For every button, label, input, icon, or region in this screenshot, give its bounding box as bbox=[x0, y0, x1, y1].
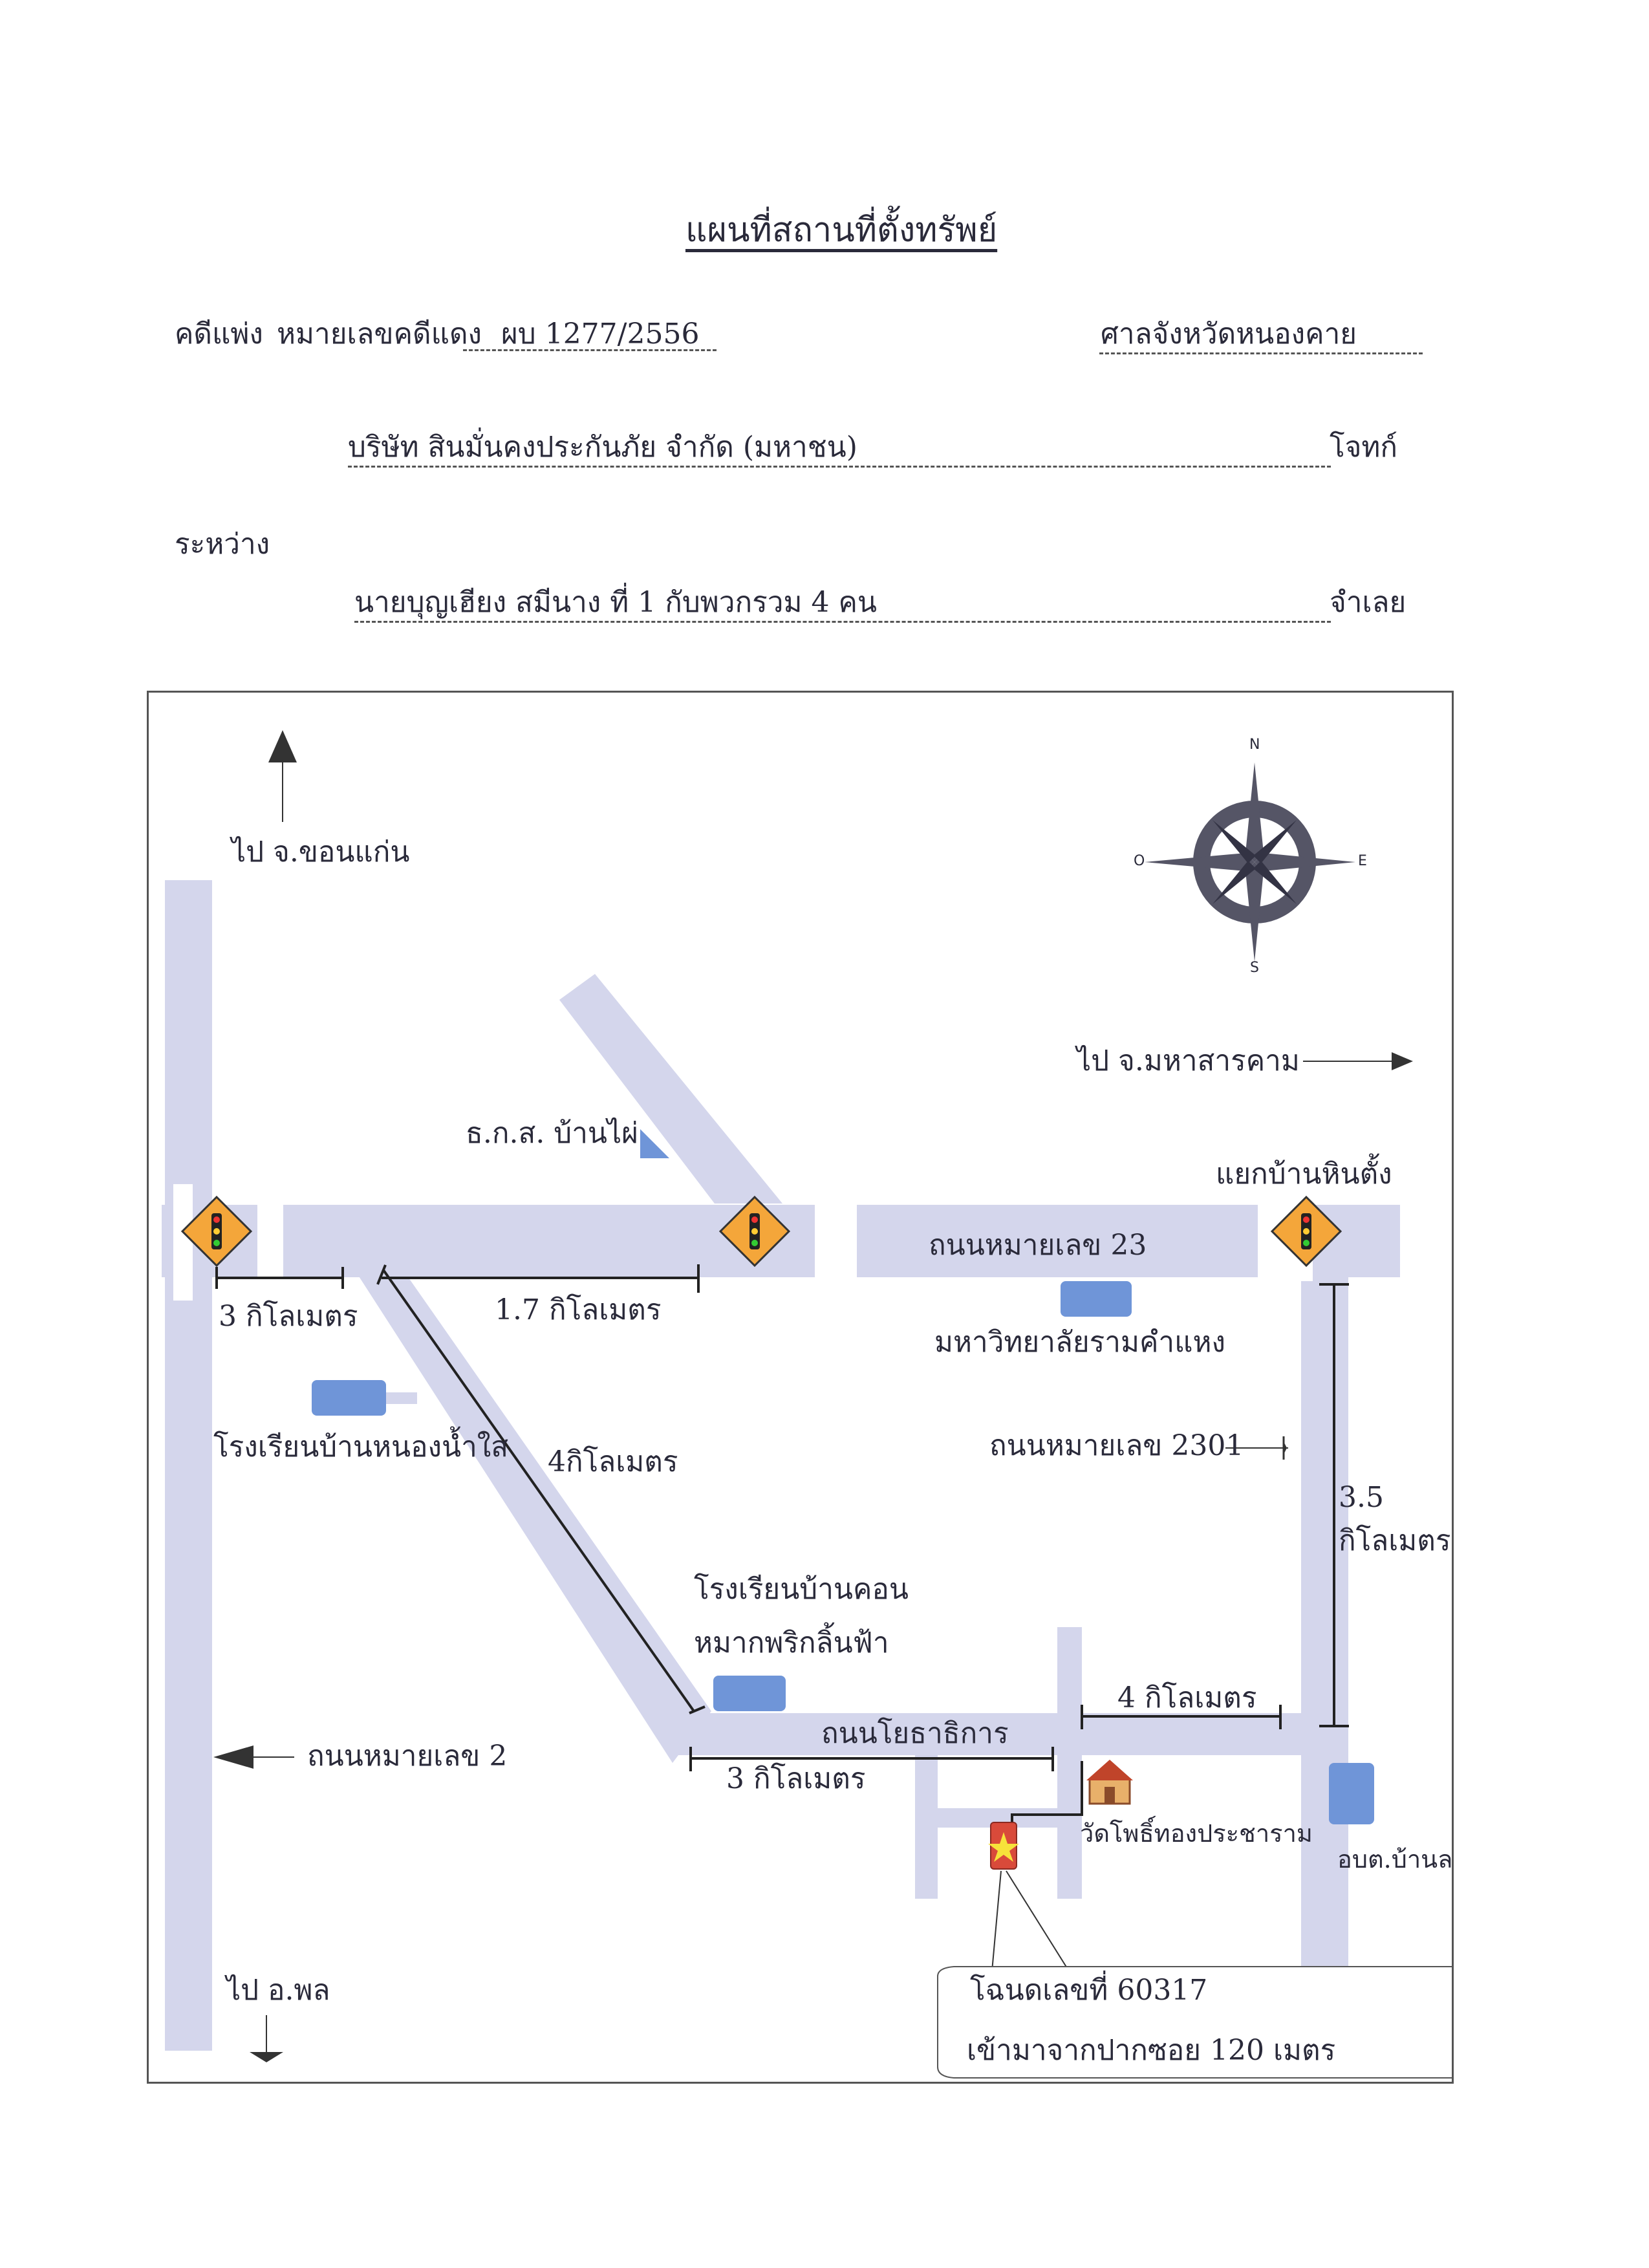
label-distance-3-5-unit: กิโลเมตร bbox=[1339, 1524, 1451, 1557]
school-nongnamsai-building bbox=[312, 1380, 386, 1416]
plaintiff-role: โจทก์ bbox=[1330, 431, 1398, 464]
label-to-phon: ไป อ.พล bbox=[226, 1974, 330, 2007]
label-distance-1-7km: 1.7 กิโลเมตร bbox=[495, 1293, 662, 1326]
label-school-khon-line2: หมากพริกลิ้นฟ้า bbox=[694, 1626, 889, 1659]
road-gap-left bbox=[173, 1184, 193, 1301]
label-road-2301: ถนนหมายเลข 2301 bbox=[989, 1429, 1244, 1462]
arrow-left-icon bbox=[213, 1745, 294, 1769]
road-yotha bbox=[676, 1713, 1322, 1755]
label-baac: ธ.ก.ส. บ้านไผ่ bbox=[466, 1117, 638, 1150]
defendant-name: นายบุญเฮียง สมีนาง ที่ 1 กับพวกรวม 4 คน bbox=[354, 586, 877, 619]
label-school-nongnamsai: โรงเรียนบ้านหนองน้ำใส bbox=[213, 1431, 509, 1463]
soi-west bbox=[915, 1753, 938, 1899]
baac-building bbox=[640, 1129, 669, 1158]
court-line bbox=[1099, 352, 1423, 354]
compass-south: S bbox=[1250, 960, 1259, 976]
defendant-role: จำเลย bbox=[1330, 586, 1406, 619]
plaintiff-line bbox=[348, 466, 1331, 468]
traffic-light-icon bbox=[1270, 1195, 1342, 1268]
label-road-23: ถนนหมายเลข 23 bbox=[929, 1229, 1147, 1262]
temple-icon bbox=[1086, 1760, 1133, 1805]
label-distance-4km: 4 กิโลเมตร bbox=[1117, 1681, 1257, 1714]
property-marker-icon bbox=[988, 1822, 1074, 1979]
label-to-khonkaen: ไป จ.ขอนแก่น bbox=[232, 836, 410, 869]
road-2301-pointer bbox=[1225, 1436, 1288, 1460]
label-to-mahasarakham: ไป จ.มหาสารคาม bbox=[1077, 1044, 1300, 1077]
court-name: ศาลจังหวัดหนองคาย bbox=[1101, 318, 1357, 351]
label-junction: แยกบ้านหินตั้ง bbox=[1216, 1158, 1392, 1191]
distance-markers bbox=[215, 1264, 1349, 1828]
road-23 bbox=[162, 1205, 1400, 1277]
label-distance-3km-a: 3 กิโลเมตร bbox=[219, 1300, 358, 1333]
soi-east bbox=[1057, 1627, 1082, 1899]
road-gap-2 bbox=[815, 1204, 857, 1281]
road-2301 bbox=[1301, 1275, 1348, 2066]
label-deed-number: โฉนดเลขที่ 60317 bbox=[970, 1974, 1208, 2007]
road-to-baac bbox=[559, 974, 782, 1204]
label-distance-4km-diagonal: 4กิโลเมตร bbox=[548, 1445, 678, 1478]
compass-north: N bbox=[1249, 737, 1260, 753]
between-label: ระหว่าง bbox=[175, 528, 270, 561]
label-temple: วัดโพธิ์ทองประชาราม bbox=[1080, 1819, 1313, 1848]
ramkhamhaeng-building bbox=[1061, 1281, 1132, 1317]
traffic-light-icon bbox=[718, 1195, 791, 1268]
road-2 bbox=[165, 880, 212, 2051]
sao-building bbox=[1329, 1763, 1374, 1824]
road-diagonal bbox=[356, 1271, 711, 1763]
case-type: คดีแพ่ง bbox=[175, 318, 263, 351]
location-map: N E S O ไป จ.ขอนแก่น ไป จ.มหาสารคาม ธ.ก.… bbox=[147, 691, 1454, 2084]
document-title: แผนที่สถานที่ตั้งทรัพย์ bbox=[685, 211, 998, 250]
compass-west: O bbox=[1134, 853, 1145, 869]
school-khon-building bbox=[713, 1676, 786, 1711]
label-road-yotha: ถนนโยธาธิการ bbox=[821, 1717, 1009, 1750]
arrow-right-icon bbox=[1303, 1052, 1413, 1070]
compass-rose-icon bbox=[1145, 762, 1355, 962]
case-number-line bbox=[463, 349, 717, 351]
label-school-khon-line1: โรงเรียนบ้านคอน bbox=[694, 1573, 909, 1606]
label-deed-distance: เข้ามาจากปากซอย 120 เมตร bbox=[967, 2034, 1336, 2067]
label-sao: อบต.บ้านลาน bbox=[1337, 1845, 1453, 1874]
label-road-2: ถนนหมายเลข 2 bbox=[307, 1740, 508, 1773]
arrow-down-icon bbox=[250, 2015, 283, 2062]
label-distance-3km-b: 3 กิโลเมตร bbox=[726, 1762, 866, 1795]
case-number: ผบ 1277/2556 bbox=[501, 318, 700, 351]
map-drawing bbox=[162, 730, 1452, 2079]
compass-east: E bbox=[1358, 853, 1367, 869]
plaintiff-name: บริษัท สินมั่นคงประกันภัย จำกัด (มหาชน) bbox=[348, 431, 857, 464]
label-ramkhamhaeng: มหาวิทยาลัยรามคำแหง bbox=[934, 1326, 1225, 1359]
arrow-up-icon bbox=[268, 730, 297, 822]
deed-callout-box bbox=[937, 1966, 1452, 2079]
label-distance-3-5: 3.5 bbox=[1339, 1481, 1384, 1514]
road-gap-1 bbox=[257, 1204, 283, 1281]
defendant-line bbox=[354, 621, 1331, 623]
traffic-light-icon bbox=[180, 1195, 253, 1268]
case-number-label: หมายเลขคดีแดง bbox=[277, 318, 482, 351]
